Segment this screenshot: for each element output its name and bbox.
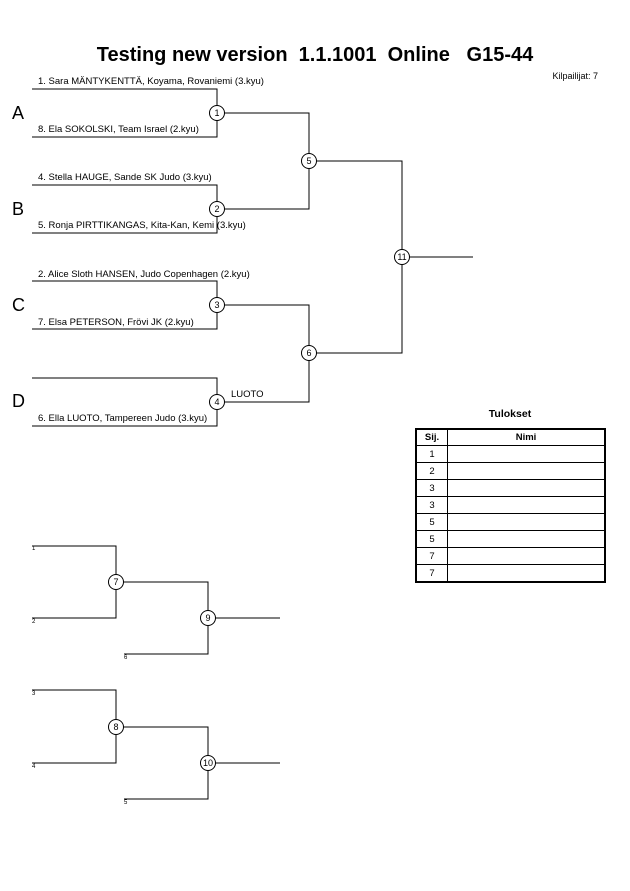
competitor-name: 6. Ella LUOTO, Tampereen Judo (3.kyu) (38, 413, 207, 424)
match-circle (108, 719, 124, 735)
match-number: 8 (113, 722, 118, 732)
name-cell (447, 530, 606, 548)
match-number: 7 (113, 577, 118, 587)
bracket-line (217, 304, 310, 403)
name-cell (447, 513, 606, 531)
results-title: Tulokset (488, 408, 532, 420)
group-label-d: D (12, 391, 25, 411)
name-cell (447, 479, 606, 497)
repechage-slot-label: 1 (32, 546, 36, 552)
match-circle (394, 249, 410, 265)
competitor-name: 8. Ela SOKOLSKI, Team Israel (2.kyu) (38, 124, 199, 135)
competitor-name: 2. Alice Sloth HANSEN, Judo Copenhagen (… (38, 269, 250, 280)
group-label-b: B (12, 199, 24, 219)
competitor-count: Kilpailijat: 7 (552, 71, 598, 81)
match-number: 9 (205, 613, 210, 623)
match-number: 4 (214, 397, 219, 407)
match-circle (200, 610, 216, 626)
results-table: Sij. Nimi 1 2 3 3 5 5 7 7 (415, 428, 606, 583)
repechage-slot-label: 2 (32, 619, 36, 625)
match-number: 3 (214, 300, 219, 310)
match-circle (301, 345, 317, 361)
match-number: 6 (306, 348, 311, 358)
table-row: 1 (415, 445, 606, 463)
name-cell (447, 496, 606, 514)
place-cell: 5 (415, 530, 448, 548)
competitor-name: 1. Sara MÄNTYKENTTÄ, Koyama, Rovaniemi (… (38, 76, 264, 87)
match-circle (209, 297, 225, 313)
bracket-line (32, 545, 117, 619)
match-number: 1 (214, 108, 219, 118)
place-cell: 1 (415, 445, 448, 463)
group-label-c: C (12, 295, 25, 315)
name-cell (447, 564, 606, 583)
place-cell: 7 (415, 547, 448, 565)
repechage-slot-label: 3 (32, 691, 36, 697)
competitor-name: 5. Ronja PIRTTIKANGAS, Kita-Kan, Kemi (3… (38, 220, 246, 231)
match-circle (209, 105, 225, 121)
place-cell: 7 (415, 564, 448, 583)
place-cell: 2 (415, 462, 448, 480)
match-number: 10 (203, 758, 213, 768)
match-number: 11 (397, 252, 406, 262)
bye-winner-label: LUOTO (231, 389, 264, 400)
results-header-name: Nimi (447, 428, 606, 446)
page-title: Testing new version 1.1.1001 Online G15-… (96, 44, 534, 66)
table-row: 2 (415, 462, 606, 480)
table-row: 3 (415, 479, 606, 497)
repechage-slot-label: 6 (124, 655, 128, 661)
place-cell: 5 (415, 513, 448, 531)
table-row: 3 (415, 496, 606, 514)
bracket-line (116, 726, 209, 800)
table-row: 7 (415, 564, 606, 583)
group-label-a: A (12, 103, 24, 123)
table-row: 5 (415, 513, 606, 531)
repechage-slot-label: 4 (32, 764, 36, 770)
match-circle (108, 574, 124, 590)
match-number: 5 (306, 156, 311, 166)
match-circle (209, 201, 225, 217)
table-row: 5 (415, 530, 606, 548)
name-cell (447, 547, 606, 565)
match-circle (209, 394, 225, 410)
bracket-line (116, 581, 209, 655)
competitor-name: 7. Elsa PETERSON, Frövi JK (2.kyu) (38, 317, 194, 328)
place-cell: 3 (415, 479, 448, 497)
bracket-line (309, 160, 403, 354)
table-row: 7 (415, 547, 606, 565)
name-cell (447, 462, 606, 480)
match-number: 2 (214, 204, 219, 214)
match-circle (200, 755, 216, 771)
bracket-line (217, 112, 310, 210)
repechage-slot-label: 5 (124, 800, 128, 806)
competitor-name: 4. Stella HAUGE, Sande SK Judo (3.kyu) (38, 172, 212, 183)
results-header-place: Sij. (415, 428, 448, 446)
match-circle (301, 153, 317, 169)
bracket-line (32, 689, 117, 764)
place-cell: 3 (415, 496, 448, 514)
name-cell (447, 445, 606, 463)
